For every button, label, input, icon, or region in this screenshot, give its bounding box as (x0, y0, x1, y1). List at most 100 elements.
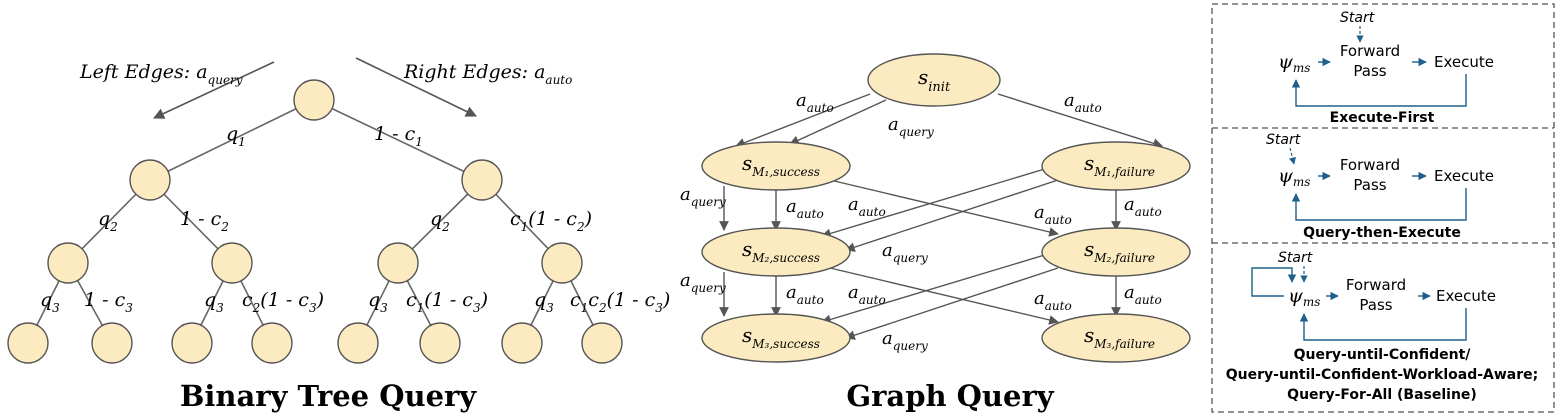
execute-label: Execute (1434, 53, 1494, 71)
edge-label-q1: q1 (226, 123, 246, 149)
edge-label-auto: aauto (1034, 288, 1072, 313)
edge-label-c1c3: c1(1 - c3) (406, 289, 488, 315)
node-s-m1-failure (1041, 141, 1191, 191)
panels-border (1211, 3, 1555, 413)
tree-nodes (7, 79, 623, 364)
edge-label-q2: q2 (98, 208, 118, 234)
tree-node (47, 242, 89, 284)
start-label: Start (1266, 132, 1301, 148)
edge-label-auto: aauto (1034, 202, 1072, 227)
edge-label-auto: aauto (1124, 282, 1162, 307)
edge-label-auto: aauto (848, 194, 886, 219)
forward-pass-label: Pass (1353, 176, 1386, 194)
tree-leaf (251, 322, 293, 364)
panel-query-until-confident: Start ψms Forward Pass Execute Query-unt… (1226, 250, 1539, 403)
tree-node-root (293, 79, 335, 121)
tree-node (129, 159, 171, 201)
start-arrow (1288, 147, 1296, 165)
forward-pass-label: Forward (1340, 156, 1400, 174)
panel-title: Query-then-Execute (1303, 225, 1461, 241)
edge-label-q3: q3 (368, 289, 388, 315)
edge-label-q2: q2 (430, 208, 450, 234)
tree-node (461, 159, 503, 201)
edge-label-c1: 1 - c1 (374, 123, 423, 149)
node-label: sM₂,success (742, 237, 820, 265)
edge-label-auto: aauto (848, 282, 886, 307)
left-edges-arrow (152, 61, 275, 119)
tree-leaf (501, 322, 543, 364)
feedback-loop (1299, 308, 1467, 341)
node-s-m1-success (701, 141, 851, 191)
edge-label-auto: aauto (1124, 194, 1162, 219)
node-label: sM₁,success (742, 151, 820, 179)
graph-node-labels: sinit sM₁,success sM₁,failure sM₂,succes… (742, 65, 1155, 351)
execute-label: Execute (1436, 287, 1496, 305)
node-label: sM₁,failure (1084, 151, 1155, 179)
execute-label: Execute (1434, 167, 1494, 185)
psi-label: ψms (1288, 285, 1320, 309)
edge-label-query: aquery (680, 184, 726, 209)
self-loop (1251, 267, 1297, 297)
panel-execute-first: Start ψms Forward Pass Execute Execute-F… (1278, 10, 1494, 126)
psi-label: ψms (1278, 165, 1310, 189)
panel-query-then-execute: Start ψms Forward Pass Execute Query-the… (1266, 132, 1494, 241)
start-label: Start (1278, 250, 1313, 266)
node-s-m2-failure (1041, 227, 1191, 277)
graph-query: sinit sM₁,success sM₁,failure sM₂,succes… (680, 53, 1191, 413)
tree-edge-labels: q1 1 - c1 q2 1 - c2 q2 c1(1 - c2) q3 1 -… (40, 123, 670, 315)
panel-title: Query-until-Confident-Workload-Aware; (1226, 367, 1539, 383)
start-label: Start (1340, 10, 1375, 26)
feedback-loop (1291, 74, 1467, 107)
tree-node (541, 242, 583, 284)
tree-leaf (581, 322, 623, 364)
node-s-m2-success (701, 227, 851, 277)
tree-leaf (91, 322, 133, 364)
edge-label-query: aquery (882, 240, 928, 265)
tree-leaf (337, 322, 379, 364)
tree-leaf (7, 322, 49, 364)
node-label: sM₃,failure (1084, 323, 1155, 351)
forward-pass-label: Forward (1346, 276, 1406, 294)
edge-label-c1c2: c1(1 - c2) (510, 208, 592, 234)
panel-title: Query-until-Confident/ (1294, 347, 1472, 363)
graph-edge-labels: aauto aquery aauto aquery aauto aauto aq… (680, 90, 1162, 353)
graph-nodes (701, 53, 1191, 363)
edge-label-c1c2c3: c1c2(1 - c3) (570, 289, 670, 315)
forward-pass-label: Pass (1359, 296, 1392, 314)
edge-label-auto: aauto (796, 90, 834, 115)
tree-node (211, 242, 253, 284)
edge-label-c2: 1 - c2 (180, 208, 229, 234)
right-edges-arrow (355, 57, 478, 117)
forward-pass-label: Pass (1353, 62, 1386, 80)
edge-label-auto: aauto (1064, 90, 1102, 115)
panel-title: Execute-First (1330, 110, 1435, 126)
node-label: sM₂,failure (1084, 237, 1155, 265)
graph-caption: Graph Query (846, 379, 1054, 413)
tree-caption: Binary Tree Query (180, 379, 477, 413)
binary-tree: Left Edges: aquery Right Edges: aauto (7, 57, 670, 413)
edge-label-c2c3: c2(1 - c3) (242, 289, 324, 315)
tree-node (377, 242, 419, 284)
tree-leaf (171, 322, 213, 364)
edge-label-auto: aauto (786, 282, 824, 307)
right-edges-label: Right Edges: aauto (403, 61, 572, 87)
panel-title: Query-For-All (Baseline) (1287, 387, 1477, 403)
edge-label-q3: q3 (204, 289, 224, 315)
edge-label-q3: q3 (40, 289, 60, 315)
node-label: sinit (918, 65, 951, 95)
edge-label-query: aquery (882, 328, 928, 353)
left-edges-label: Left Edges: aquery (79, 61, 243, 87)
node-s-m3-failure (1041, 313, 1191, 363)
psi-label: ψms (1278, 51, 1310, 75)
feedback-loop (1291, 188, 1467, 221)
edge-label-query: aquery (888, 114, 934, 139)
flow-panels: Start ψms Forward Pass Execute Execute-F… (1211, 3, 1555, 413)
graph-edges (719, 93, 1163, 340)
forward-pass-label: Forward (1340, 42, 1400, 60)
tree-leaf (419, 322, 461, 364)
node-s-m3-success (701, 313, 851, 363)
edge-label-c3: 1 - c3 (84, 289, 133, 315)
edge-label-auto: aauto (786, 196, 824, 221)
edge-label-q3: q3 (534, 289, 554, 315)
